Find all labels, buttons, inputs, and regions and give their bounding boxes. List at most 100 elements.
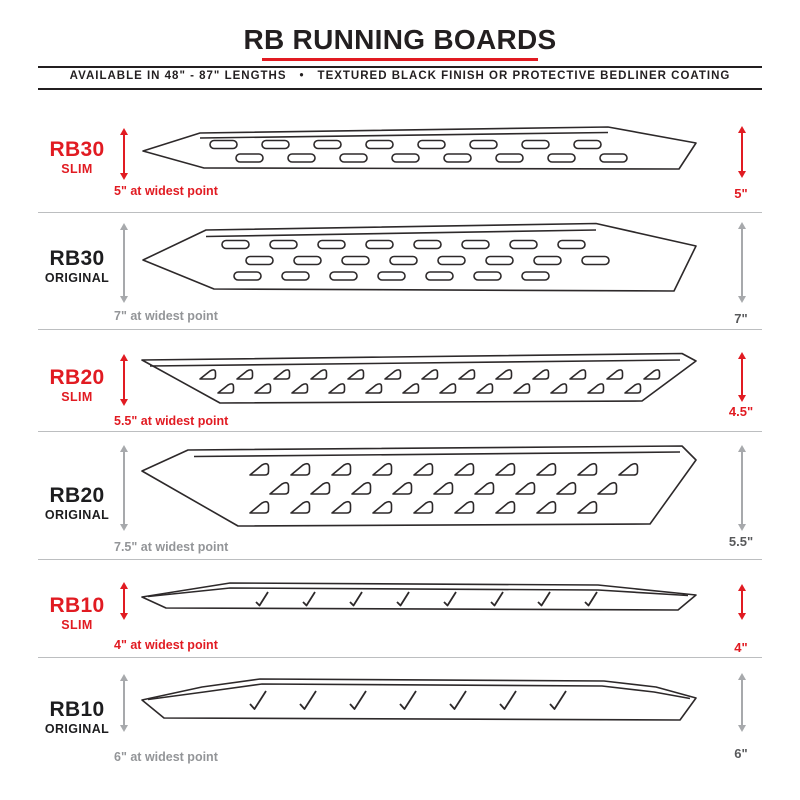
arrowhead-up [120, 223, 128, 230]
widest-point-arrow-icon [118, 128, 130, 180]
product-row-rb20-original: RB20 ORIGINAL 7.5" at widest point 5.5" [38, 432, 762, 560]
arrowhead-up [120, 582, 128, 589]
widest-point-arrow-icon [118, 674, 130, 732]
arrow-shaft [123, 681, 125, 725]
rb30-original-board-illustration [142, 222, 697, 292]
height-note: 5" [734, 186, 748, 201]
arrowhead-down [738, 296, 746, 303]
product-label: RB10 ORIGINAL [38, 698, 116, 736]
widest-point-note: 5" at widest point [114, 184, 218, 198]
arrow-shaft [741, 359, 743, 395]
arrow-shaft [123, 452, 125, 524]
height-note: 5.5" [728, 534, 754, 549]
subtitle-finish: TEXTURED BLACK FINISH OR PROTECTIVE BEDL… [317, 70, 731, 82]
title-underline [262, 58, 538, 61]
arrowhead-up [120, 674, 128, 681]
widest-point-arrow-icon [118, 354, 130, 406]
widest-point-note: 4" at widest point [114, 638, 218, 652]
widest-point-arrow-icon [118, 445, 130, 531]
product-row-rb30-original: RB30 ORIGINAL 7" at widest point 7" [38, 213, 762, 330]
header-rule-top [38, 66, 762, 68]
height-arrow-icon [736, 126, 748, 178]
widest-point-arrow-icon [118, 223, 130, 303]
model-name: RB30 [49, 247, 105, 270]
rb20-original-board-illustration [141, 445, 697, 527]
height-note: 7" [734, 311, 748, 326]
height-arrow-icon [736, 673, 748, 732]
arrow-shaft [123, 230, 125, 296]
height-arrow-icon [736, 222, 748, 303]
variant-name: SLIM [61, 389, 93, 404]
row-divider [38, 559, 762, 560]
variant-name: ORIGINAL [44, 270, 110, 285]
arrowhead-up [738, 673, 746, 680]
arrowhead-down [738, 725, 746, 732]
arrowhead-down [738, 524, 746, 531]
arrow-shaft [123, 589, 125, 613]
arrow-shaft [123, 361, 125, 399]
arrow-shaft [741, 680, 743, 725]
rb10-slim-board-illustration [141, 582, 697, 611]
height-note: 4.5" [728, 404, 754, 419]
height-note: 4" [734, 640, 748, 655]
arrowhead-up [120, 354, 128, 361]
arrowhead-down [120, 524, 128, 531]
arrow-shaft [741, 452, 743, 524]
model-name: RB20 [49, 484, 105, 507]
arrowhead-up [120, 128, 128, 135]
arrowhead-down [738, 395, 746, 402]
height-arrow-icon [736, 445, 748, 531]
variant-name: SLIM [61, 161, 93, 176]
product-row-rb10-slim: RB10 SLIM 4" at widest point 4" [38, 560, 762, 658]
rb20-slim-board-illustration [141, 352, 697, 404]
arrowhead-down [120, 399, 128, 406]
arrowhead-down [120, 173, 128, 180]
arrowhead-up [738, 584, 746, 591]
row-divider [38, 212, 762, 213]
arrowhead-down [120, 725, 128, 732]
product-row-rb20-slim: RB20 SLIM 5.5" at widest point 4.5" [38, 330, 762, 432]
product-label: RB20 ORIGINAL [38, 484, 116, 522]
variant-name: ORIGINAL [44, 507, 110, 522]
arrowhead-up [738, 352, 746, 359]
arrow-shaft [741, 591, 743, 613]
arrowhead-down [738, 171, 746, 178]
model-name: RB20 [49, 366, 105, 389]
widest-point-note: 7" at widest point [114, 309, 218, 323]
height-note: 6" [734, 746, 748, 761]
arrowhead-up [738, 126, 746, 133]
variant-name: ORIGINAL [44, 721, 110, 736]
product-label: RB30 SLIM [38, 138, 116, 176]
arrowhead-up [738, 445, 746, 452]
subtitle: AVAILABLE IN 48" - 87" LENGTHS • TEXTURED … [0, 70, 800, 82]
widest-point-note: 5.5" at widest point [114, 414, 229, 428]
product-row-rb10-original: RB10 ORIGINAL 6" at widest point 6" [38, 658, 762, 790]
product-label: RB20 SLIM [38, 366, 116, 404]
header-rule-bottom [38, 88, 762, 90]
arrowhead-down [120, 296, 128, 303]
rb30-slim-board-illustration [142, 126, 697, 170]
arrowhead-up [120, 445, 128, 452]
rb10-original-board-illustration [141, 678, 697, 721]
widest-point-arrow-icon [118, 582, 130, 620]
arrowhead-down [738, 613, 746, 620]
variant-name: SLIM [61, 617, 93, 632]
product-row-rb30-slim: RB30 SLIM 5" at widest point 5" [38, 88, 762, 213]
product-label: RB10 SLIM [38, 594, 116, 632]
height-arrow-icon [736, 352, 748, 402]
height-arrow-icon [736, 584, 748, 620]
product-label: RB30 ORIGINAL [38, 247, 116, 285]
row-divider [38, 329, 762, 330]
subtitle-separator: • [299, 70, 305, 82]
arrow-shaft [741, 133, 743, 171]
widest-point-note: 6" at widest point [114, 750, 218, 764]
model-name: RB30 [49, 138, 105, 161]
page-title: RB RUNNING BOARDS [243, 24, 557, 55]
model-name: RB10 [49, 594, 105, 617]
arrowhead-down [120, 613, 128, 620]
row-divider [38, 657, 762, 658]
arrow-shaft [741, 229, 743, 296]
subtitle-lengths: AVAILABLE IN 48" - 87" LENGTHS [69, 70, 287, 82]
model-name: RB10 [49, 698, 105, 721]
